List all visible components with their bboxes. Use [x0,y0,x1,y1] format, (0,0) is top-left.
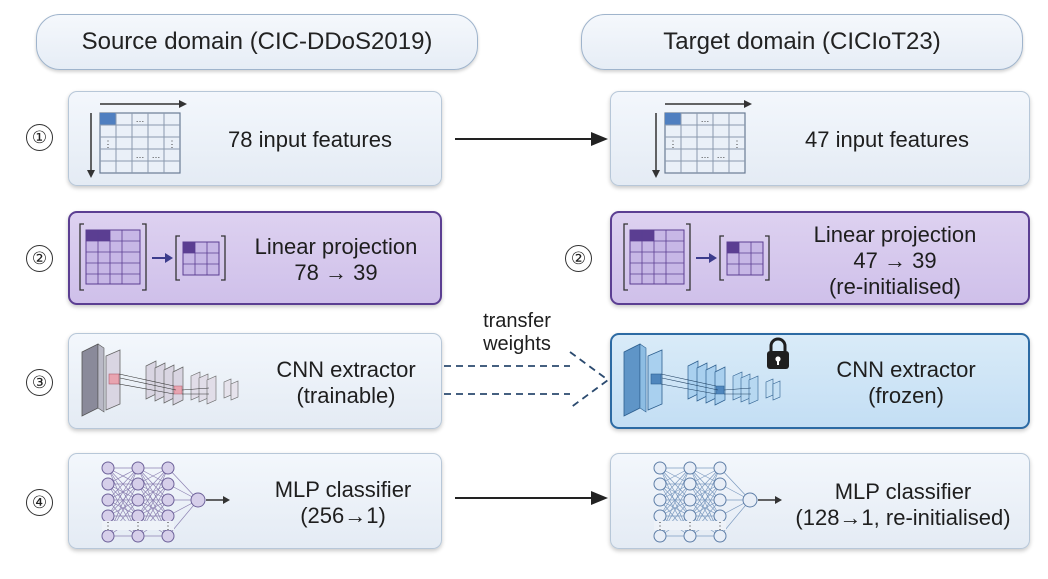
svg-text:⋮: ⋮ [163,521,173,532]
projection-icon [79,223,226,291]
source-input-label: 78 input features [228,127,392,152]
transfer-label-line1: transfer [483,310,551,332]
step-3-marker: ③ [26,369,53,396]
source-mlp-box [68,453,442,549]
step-1-marker: ① [26,124,53,151]
source-cnn-mode: (trainable) [296,383,396,408]
svg-text:…: … [152,150,161,160]
svg-text:…: … [701,150,710,160]
svg-text:⋮: ⋮ [655,521,665,532]
svg-text:⋮: ⋮ [103,521,113,532]
target-cnn-box [610,333,1030,429]
svg-text:…: … [136,150,145,160]
cnn-layers-icon [623,343,781,417]
transfer-weights-arrow [444,351,610,409]
source-domain-title: Source domain (CIC-DDoS2019) [81,28,433,55]
feature-matrix-icon: … ⋮ ⋮ … … [87,100,187,178]
svg-text:⋮: ⋮ [685,521,695,532]
target-projection-dims: 47 → 39 [853,248,937,273]
transfer-label-line2: weights [483,333,551,355]
source-cnn-title: CNN extractor [276,357,416,382]
svg-text:⋮: ⋮ [733,139,742,149]
svg-text:⋮: ⋮ [168,139,177,149]
source-mlp-dims: (256→1) [300,503,386,528]
target-domain-title: Target domain (CICIoT23) [663,28,941,55]
source-mlp-title: MLP classifier [274,477,412,502]
target-domain-header: Target domain (CICIoT23) [581,14,1023,70]
input-transfer-arrow [455,132,608,146]
svg-text:⋮: ⋮ [104,139,113,149]
target-mlp-title: MLP classifier [834,479,972,504]
step-2-marker: ② [26,245,53,272]
source-cnn-box [68,333,442,429]
svg-text:⋮: ⋮ [133,521,143,532]
source-domain-header: Source domain (CIC-DDoS2019) [36,14,478,70]
projection-icon [623,223,770,291]
mlp-network-icon: ⋮ ⋮ ⋮ [101,461,230,543]
mlp-network-icon: ⋮ ⋮ ⋮ [653,461,782,543]
target-projection-title: Linear projection [813,222,977,247]
source-projection-title: Linear projection [254,234,418,259]
target-input-label: 47 input features [805,127,969,152]
target-mlp-dims: (128→1, re-initialised) [795,505,1011,530]
source-projection-dims: 78 → 39 [294,260,378,285]
lock-icon [767,337,789,369]
step-2-marker-target: ② [565,245,592,272]
svg-text:…: … [701,114,710,124]
svg-text:…: … [136,114,145,124]
feature-matrix-icon: … ⋮ ⋮ … … [652,100,752,178]
step-4-marker: ④ [26,489,53,516]
svg-text:…: … [717,150,726,160]
svg-text:⋮: ⋮ [715,521,725,532]
svg-text:⋮: ⋮ [669,139,678,149]
mlp-transfer-arrow [455,491,608,505]
target-cnn-mode: (frozen) [868,383,944,408]
target-projection-note: (re-initialised) [828,274,962,299]
target-cnn-title: CNN extractor [836,357,976,382]
cnn-layers-icon [81,343,239,417]
